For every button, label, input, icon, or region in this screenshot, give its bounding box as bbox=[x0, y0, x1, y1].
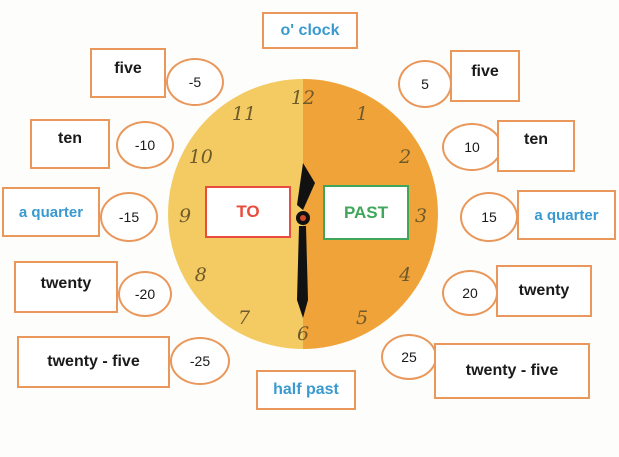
clock-numeral-2: 2 bbox=[398, 146, 411, 168]
right-value-five: 5 bbox=[398, 60, 452, 108]
clock-numeral-4: 4 bbox=[398, 264, 411, 286]
right-label-ten: ten bbox=[497, 120, 575, 172]
left-value-twenty: -20 bbox=[118, 271, 172, 317]
clock-numeral-5: 5 bbox=[356, 307, 368, 329]
right-label-quarter: a quarter bbox=[517, 190, 616, 240]
clock-pivot-center bbox=[300, 215, 306, 221]
clock-numeral-10: 10 bbox=[189, 146, 213, 168]
half-past-label: half past bbox=[256, 370, 356, 410]
left-label-twenty: twenty bbox=[14, 261, 118, 313]
hour-hand bbox=[297, 163, 315, 210]
left-label-quarter: a quarter bbox=[2, 187, 100, 237]
left-value-ten: -10 bbox=[116, 121, 174, 169]
oclock-label: o' clock bbox=[262, 12, 358, 49]
minute-hand bbox=[297, 226, 308, 318]
to-label: TO bbox=[205, 186, 291, 238]
left-label-five: five bbox=[90, 48, 166, 98]
left-value-quarter: -15 bbox=[100, 192, 158, 242]
left-value-five: -5 bbox=[166, 58, 224, 106]
right-label-five: five bbox=[450, 50, 520, 102]
right-value-ten: 10 bbox=[442, 123, 502, 171]
right-label-twenty: twenty bbox=[496, 265, 592, 317]
clock-numeral-8: 8 bbox=[195, 264, 207, 286]
clock-numeral-3: 3 bbox=[415, 205, 427, 227]
clock-numeral-6: 6 bbox=[297, 323, 309, 345]
left-label-twenty-five: twenty - five bbox=[17, 336, 170, 388]
past-label: PAST bbox=[323, 185, 409, 240]
left-label-ten: ten bbox=[30, 119, 110, 169]
right-value-twenty: 20 bbox=[442, 270, 498, 316]
clock-numeral-11: 11 bbox=[232, 103, 256, 125]
clock-numeral-7: 7 bbox=[238, 307, 251, 329]
clock-numeral-9: 9 bbox=[179, 205, 191, 227]
right-value-quarter: 15 bbox=[460, 192, 518, 242]
clock-numeral-1: 1 bbox=[356, 103, 368, 125]
right-label-twenty-five: twenty - five bbox=[434, 343, 590, 399]
right-value-twenty-five: 25 bbox=[381, 334, 437, 380]
left-value-twenty-five: -25 bbox=[170, 337, 230, 385]
clock-numeral-12: 12 bbox=[291, 87, 315, 109]
